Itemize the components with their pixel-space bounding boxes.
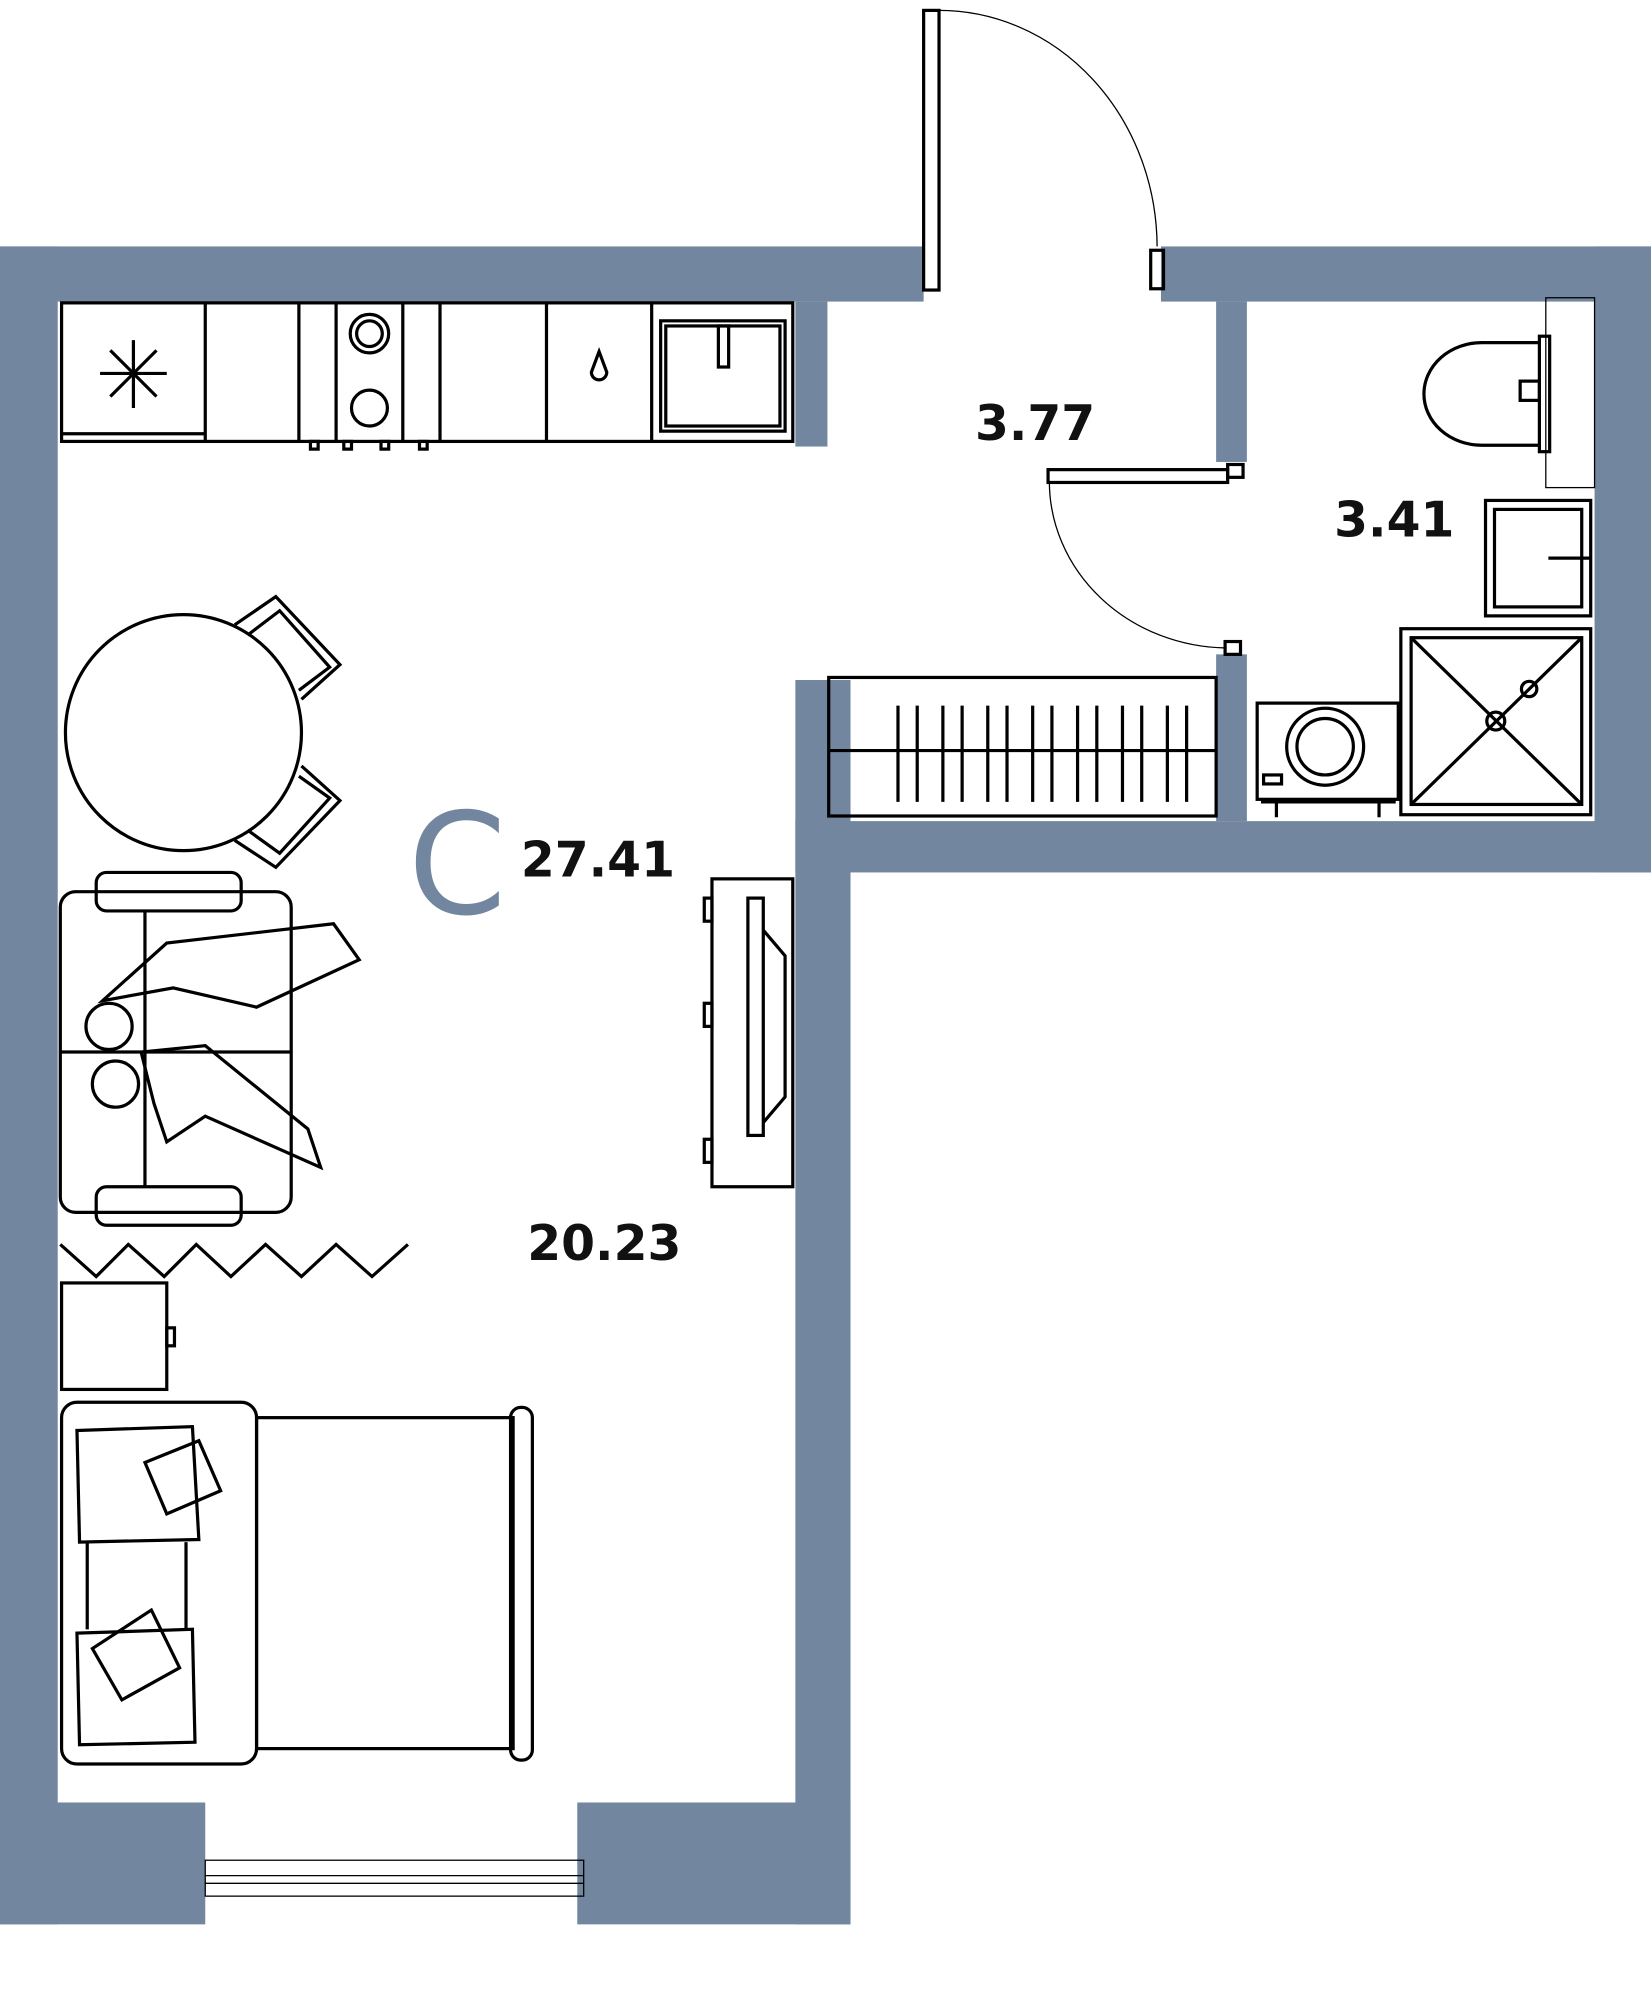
- apartment-type-letter: С: [408, 783, 507, 947]
- bed: [59, 1400, 534, 1766]
- bathroom-area-label: 3.41: [1334, 492, 1454, 548]
- entrance-door[interactable]: [922, 8, 1166, 292]
- dining-table: [63, 594, 343, 870]
- kitchen-counter: [59, 301, 795, 451]
- rug-edge: [59, 1242, 410, 1279]
- tv-unit: [702, 877, 795, 1189]
- water-drop-icon: [589, 347, 609, 382]
- walls: [0, 246, 1651, 1925]
- washbasin-icon: [1483, 498, 1593, 618]
- bathroom-window: [1545, 297, 1596, 489]
- nightstand: [59, 1281, 177, 1392]
- stove-burners-icon: [308, 312, 429, 451]
- shower-tray-icon: [1399, 627, 1593, 817]
- kitchen-sink-icon: [659, 319, 787, 433]
- bathroom-fixtures: [1255, 334, 1593, 818]
- living-area-label: 20.23: [527, 1216, 681, 1272]
- total-area-label: 27.41: [521, 832, 675, 888]
- toilet-icon: [1422, 334, 1552, 454]
- radiator: [827, 675, 1218, 818]
- window: [204, 1859, 585, 1897]
- bathroom-door[interactable]: [1046, 462, 1245, 656]
- hall-area-label: 3.77: [975, 396, 1095, 452]
- people-icon: [84, 922, 362, 1171]
- washing-machine-icon: [1255, 701, 1400, 818]
- snowflake-icon: [100, 340, 167, 409]
- sofa: [58, 870, 362, 1227]
